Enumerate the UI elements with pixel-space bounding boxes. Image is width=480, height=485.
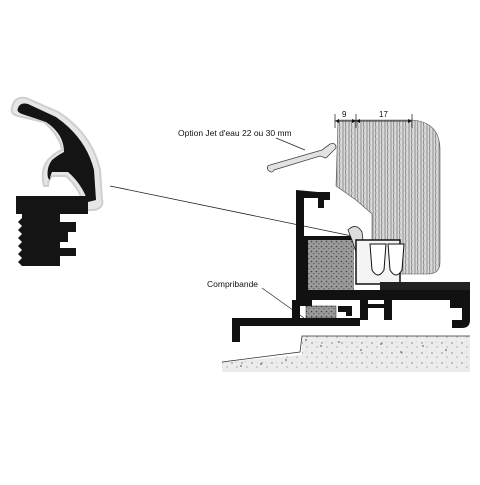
- jet-deau-profile: [266, 143, 337, 173]
- concrete-sill-top: [221, 335, 470, 363]
- compribande-foam: [305, 305, 337, 319]
- dimension-9: 9: [342, 110, 347, 119]
- jet-deau-leader-line: [275, 137, 306, 151]
- seal-toothed-stem: [18, 214, 76, 266]
- jet-deau-label: Option Jet d'eau 22 ou 30 mm: [178, 128, 292, 138]
- dimension-17: 17: [379, 110, 388, 119]
- concrete-speckle: [240, 339, 447, 367]
- seal-body: [16, 196, 88, 214]
- seal-enlarged-detail: [10, 96, 104, 266]
- concrete-sill: [222, 336, 470, 372]
- frame-profile: [232, 190, 470, 342]
- compribande-label: Compribande: [207, 279, 259, 289]
- dimension-lines: [334, 114, 413, 128]
- seal-lip: [17, 103, 96, 202]
- seal-leader-line: [109, 185, 353, 237]
